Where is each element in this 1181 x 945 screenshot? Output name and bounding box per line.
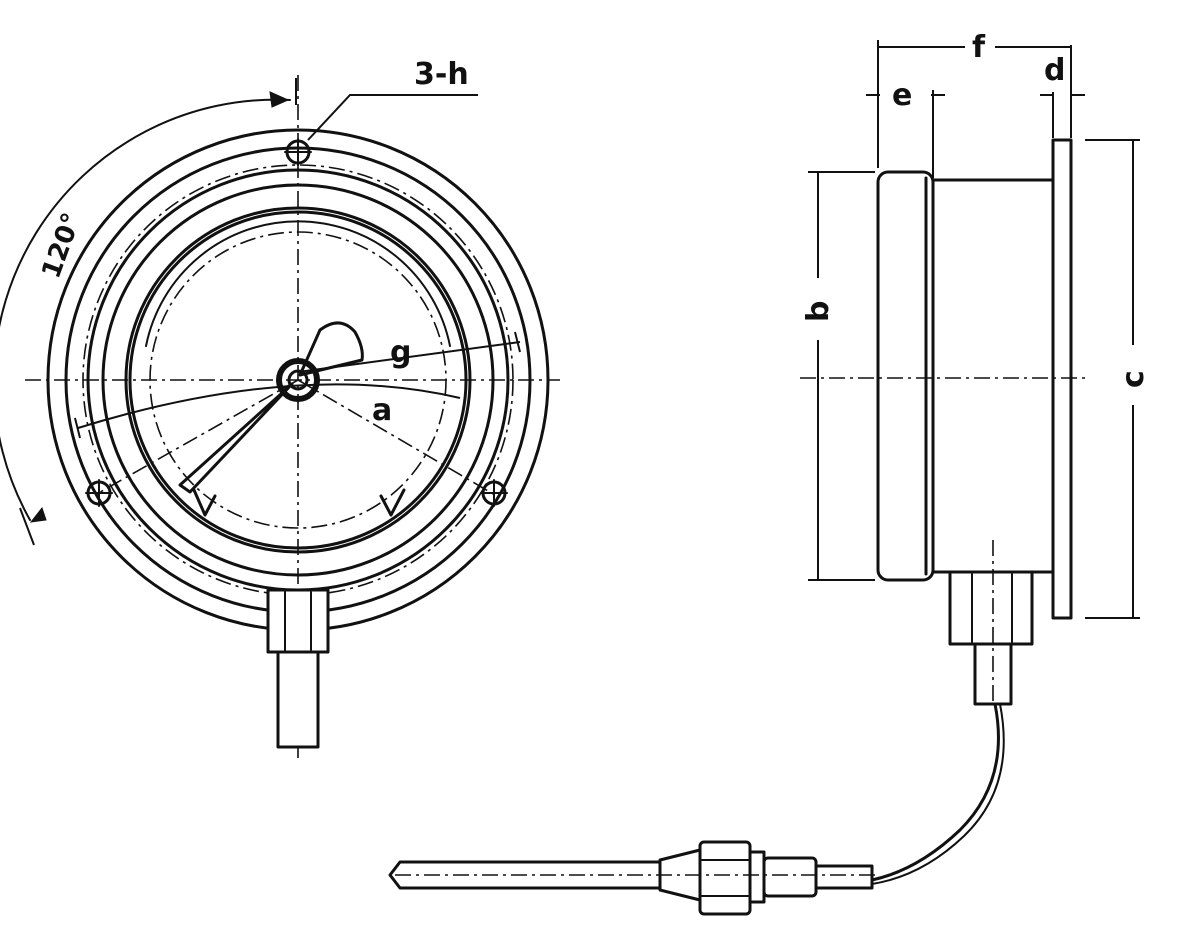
angle-ext-left: [19, 507, 35, 546]
side-hex-fitting: [948, 570, 1034, 646]
pointer-pin: [287, 369, 309, 391]
angle-arc: [0, 98, 291, 521]
bolt-hole-left: [85, 479, 113, 507]
bolt-hole-right: [480, 479, 508, 507]
bolt-radial-left: [94, 379, 299, 496]
front-view: [0, 75, 560, 760]
front-stem-tube: [276, 650, 320, 749]
dimension-f-label: f: [972, 30, 986, 65]
angle-arrow-top: [269, 91, 290, 108]
holes-label: 3-h: [414, 57, 469, 92]
dimension-a-line: [77, 383, 461, 429]
dimension-b-label: b: [801, 301, 836, 322]
side-view: [800, 40, 1140, 885]
scale-end-right: [379, 488, 406, 517]
side-flange: [1051, 138, 1073, 620]
dimension-e-label: e: [892, 78, 912, 113]
dimension-a-label: a: [372, 393, 392, 428]
dimension-d-label: d: [1044, 53, 1065, 88]
probe-rod: [388, 860, 662, 890]
bolt-radial-right: [297, 379, 496, 496]
angle-arrow-left: [29, 506, 47, 523]
scale-arc: [145, 220, 451, 347]
pointer-needle: [178, 382, 294, 494]
side-case-body: [931, 178, 1055, 574]
front-hex-fitting: [266, 588, 330, 654]
dimension-c-label: c: [1116, 370, 1151, 388]
probe-washer: [748, 850, 766, 904]
bolt-hole-top: [284, 138, 312, 166]
capillary-tube-inner: [871, 703, 1005, 885]
probe-hex-nut: [698, 840, 752, 916]
sensor-probe: [388, 840, 880, 916]
probe-sleeve: [814, 864, 874, 890]
holes-leader: [307, 94, 478, 141]
dimension-a-tick-left: [74, 417, 81, 439]
dimension-g-label: g: [390, 335, 411, 370]
pointer-hub: [276, 358, 320, 402]
scale-end-left: [192, 488, 217, 517]
dimension-g-tick: [514, 331, 521, 353]
side-stem-tube: [973, 642, 1013, 706]
pointer-tail: [298, 321, 364, 377]
probe-union: [762, 856, 818, 898]
capillary-tube: [870, 702, 1000, 882]
